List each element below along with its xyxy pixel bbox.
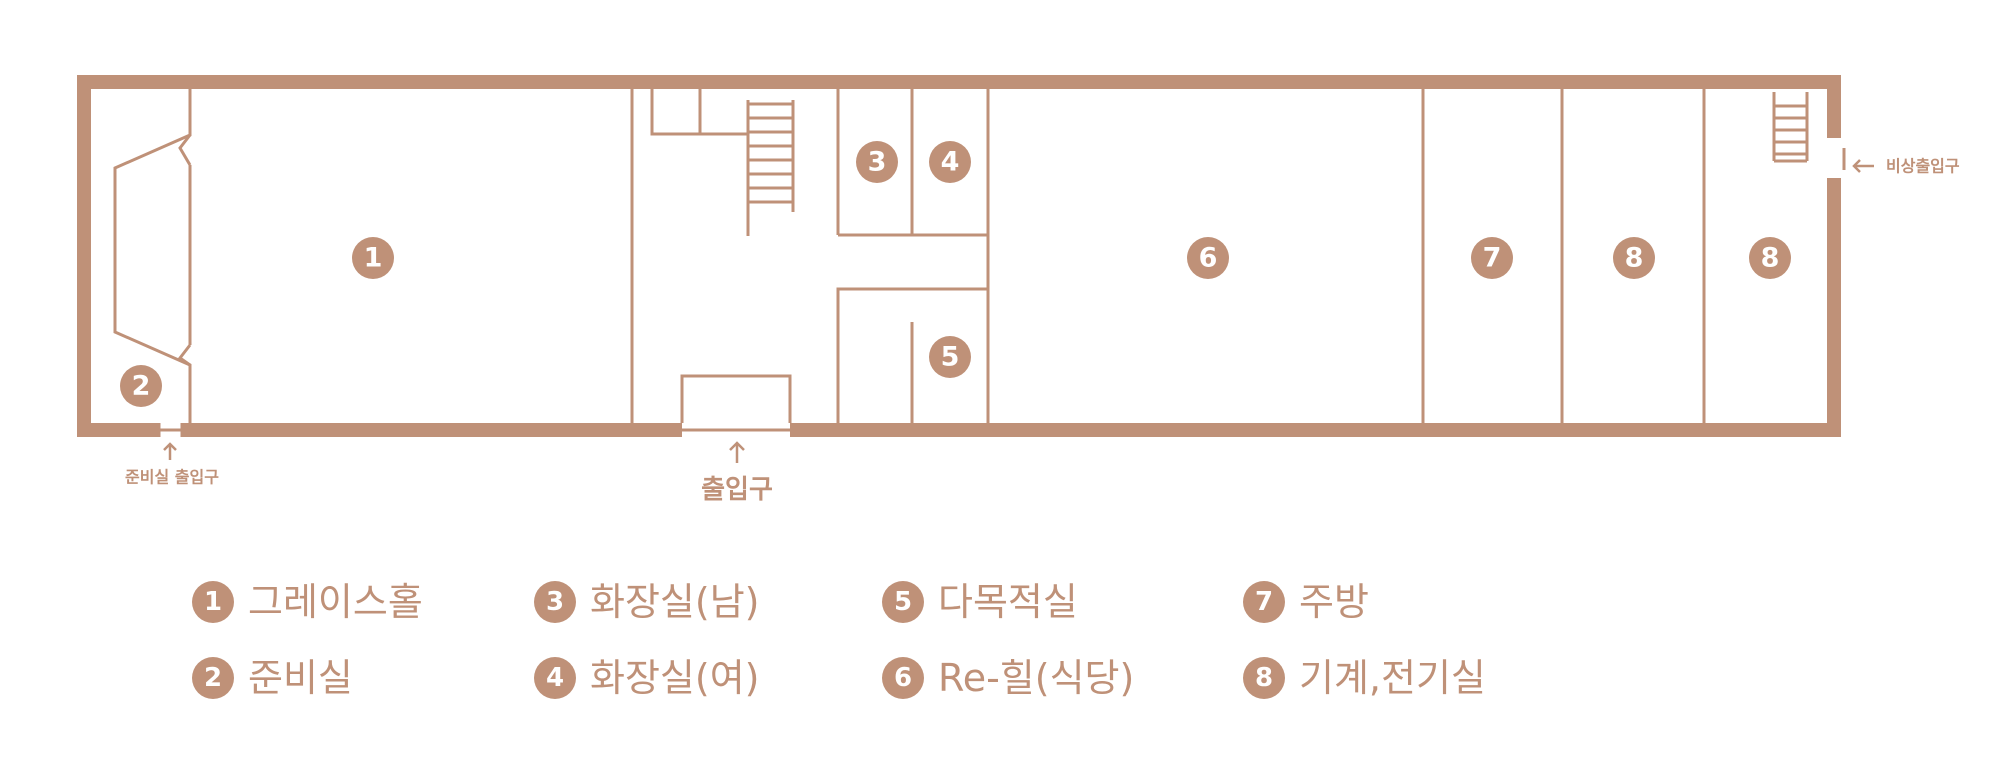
- legend-item-7: 7 주방: [1243, 580, 1369, 624]
- room-7-number: 7: [1483, 243, 1502, 274]
- wall-top: [77, 75, 1841, 89]
- legend: 1 그레이스홀 2 준비실 3 화장실(남) 4 화장실(여) 5 다목적실 6…: [192, 580, 1486, 700]
- badge-room-5: 5: [929, 336, 971, 378]
- emergency-exit-label: 비상출입구: [1886, 157, 1960, 176]
- legend-number: 3: [546, 587, 564, 617]
- wall-bottom-middle: [182, 423, 682, 437]
- stage-corner-bottom: [177, 344, 192, 367]
- legend-label: 주방: [1299, 580, 1369, 624]
- room-1-number: 1: [364, 243, 383, 274]
- interior-lines: [113, 89, 1846, 432]
- room-2-number: 2: [132, 371, 151, 402]
- legend-item-5: 5 다목적실: [882, 580, 1078, 624]
- room-4-number: 4: [941, 147, 960, 178]
- arrow-left-icon: [1852, 159, 1874, 173]
- arrow-up-icon: [163, 442, 177, 460]
- legend-label: 기계,전기실: [1299, 656, 1486, 700]
- room-6-number: 6: [1199, 243, 1218, 274]
- room-5-number: 5: [941, 342, 960, 373]
- legend-number: 4: [546, 663, 564, 693]
- legend-number: 1: [204, 587, 222, 617]
- badge-room-4: 4: [929, 141, 971, 183]
- badge-room-1: 1: [352, 237, 394, 279]
- legend-label: 그레이스홀: [248, 580, 423, 624]
- entrance-door-frame: [680, 374, 792, 423]
- badge-room-2: 2: [120, 365, 162, 407]
- legend-label: 화장실(여): [590, 656, 760, 700]
- legend-item-1: 1 그레이스홀: [192, 580, 423, 624]
- wall-left: [77, 75, 91, 437]
- main-entrance-label: 출입구: [701, 475, 773, 505]
- stage-outline: [113, 89, 192, 423]
- legend-label: 준비실: [248, 656, 353, 700]
- badge-room-7: 7: [1471, 237, 1513, 279]
- wall-right-upper: [1827, 75, 1841, 138]
- legend-item-8: 8 기계,전기실: [1243, 656, 1486, 700]
- legend-item-6: 6 Re-힐(식당): [882, 656, 1134, 700]
- stage-corner-top: [178, 134, 192, 166]
- lobby-box: [650, 89, 748, 136]
- legend-item-3: 3 화장실(남): [534, 580, 760, 624]
- room-3-number: 3: [868, 147, 887, 178]
- room-badges: 1 3 4 5 6 7 8 8: [120, 141, 1791, 407]
- wall-right-lower: [1827, 178, 1841, 437]
- prep-entrance-markers: [157, 423, 184, 437]
- legend-label: 다목적실: [938, 580, 1078, 624]
- arrow-up-icon: [729, 441, 745, 463]
- badge-room-6: 6: [1187, 237, 1229, 279]
- legend-item-4: 4 화장실(여): [534, 656, 760, 700]
- room-8b-number: 8: [1761, 243, 1780, 274]
- legend-number: 5: [894, 587, 912, 617]
- legend-number: 8: [1255, 663, 1273, 693]
- multipurpose-wall: [836, 287, 988, 423]
- wall-bottom-left: [77, 423, 159, 437]
- badge-room-8a: 8: [1613, 237, 1655, 279]
- badge-room-3: 3: [856, 141, 898, 183]
- legend-item-2: 2 준비실: [192, 656, 353, 700]
- room-8a-number: 8: [1625, 243, 1644, 274]
- legend-label: 화장실(남): [590, 580, 760, 624]
- legend-number: 6: [894, 663, 912, 693]
- entrance-labels: 준비실 출입구 출입구 비상출입구: [125, 157, 1960, 506]
- wall-bottom-right: [790, 423, 1841, 437]
- legend-label: Re-힐(식당): [938, 656, 1134, 700]
- outer-walls: [77, 75, 1841, 437]
- legend-number: 2: [204, 663, 222, 693]
- prep-entrance-label: 준비실 출입구: [125, 468, 219, 487]
- legend-number: 7: [1255, 587, 1273, 617]
- badge-room-8b: 8: [1749, 237, 1791, 279]
